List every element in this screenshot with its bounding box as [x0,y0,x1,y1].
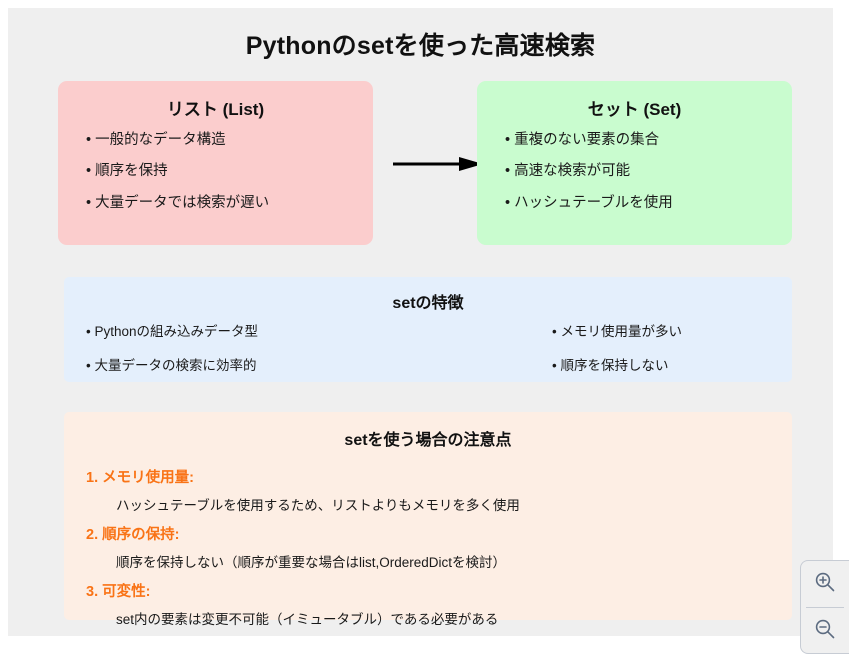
notes-title: setを使う場合の注意点 [344,432,512,449]
features-columns: • Pythonの組み込みデータ型 • 大量データの検索に効率的 • メモリ使用… [64,324,792,374]
features-left-column: • Pythonの組み込みデータ型 • 大量データの検索に効率的 [86,324,428,374]
list-card: リスト (List) • 一般的なデータ構造 • 順序を保持 • 大量データでは… [58,81,373,245]
feature-bullet: • 大量データの検索に効率的 [86,358,257,374]
note-heading: 1. メモリ使用量: [86,470,194,486]
notes-panel: setを使う場合の注意点 1. メモリ使用量: ハッシュテーブルを使用するため、… [64,412,792,627]
zoom-out-button[interactable] [801,608,849,654]
list-card-bullet: • 一般的なデータ構造 [86,132,226,148]
set-card-bullet: • 高速な検索が可能 [505,163,631,180]
set-card-title: セット (Set) [587,100,682,119]
note-heading: 3. 可変性: [86,584,151,600]
list-card-bullet: • 順序を保持 [86,163,168,180]
set-card: セット (Set) • 重複のない要素の集合 • 高速な検索が可能 • ハッシュ… [477,81,792,245]
list-card-title: リスト (List) [166,100,265,119]
feature-bullet: • 順序を保持しない [552,358,669,374]
right-arrow-icon [393,157,483,171]
note-item: 3. 可変性: set内の要素は変更不可能（イミュータブル）である必要がある [64,580,792,628]
slide-canvas: Pythonのsetを使った高速検索 リスト (List) • 一般的なデータ構… [8,8,833,636]
feature-bullet: • メモリ使用量が多い [552,324,682,339]
page-title: Pythonのsetを使った高速検索 [245,32,596,60]
zoom-control-panel [800,560,849,654]
note-heading: 2. 順序の保持: [86,527,180,543]
feature-bullet: • Pythonの組み込みデータ型 [86,324,259,339]
features-right-column: • メモリ使用量が多い • 順序を保持しない [428,324,770,374]
list-card-bullet: • 大量データでは検索が遅い [86,194,270,211]
set-card-bullet: • 重複のない要素の集合 [505,132,660,148]
zoom-in-button[interactable] [801,561,849,607]
note-item: 1. メモリ使用量: ハッシュテーブルを使用するため、リストよりもメモリを多く使… [64,466,792,514]
zoom-in-icon [813,570,837,599]
note-body: set内の要素は変更不可能（イミュータブル）である必要がある [116,612,499,627]
features-title: setの特徴 [392,295,464,312]
features-panel: setの特徴 • Pythonの組み込みデータ型 • 大量データの検索に効率的 … [64,277,792,382]
zoom-out-icon [813,617,837,646]
note-body: ハッシュテーブルを使用するため、リストよりもメモリを多く使用 [116,498,520,513]
note-body: 順序を保持しない（順序が重要な場合はlist,OrderedDictを検討） [116,555,507,570]
zoom-control-divider [806,607,844,608]
note-item: 2. 順序の保持: 順序を保持しない（順序が重要な場合はlist,Ordered… [64,523,792,571]
set-card-bullet: • ハッシュテーブルを使用 [505,194,673,211]
